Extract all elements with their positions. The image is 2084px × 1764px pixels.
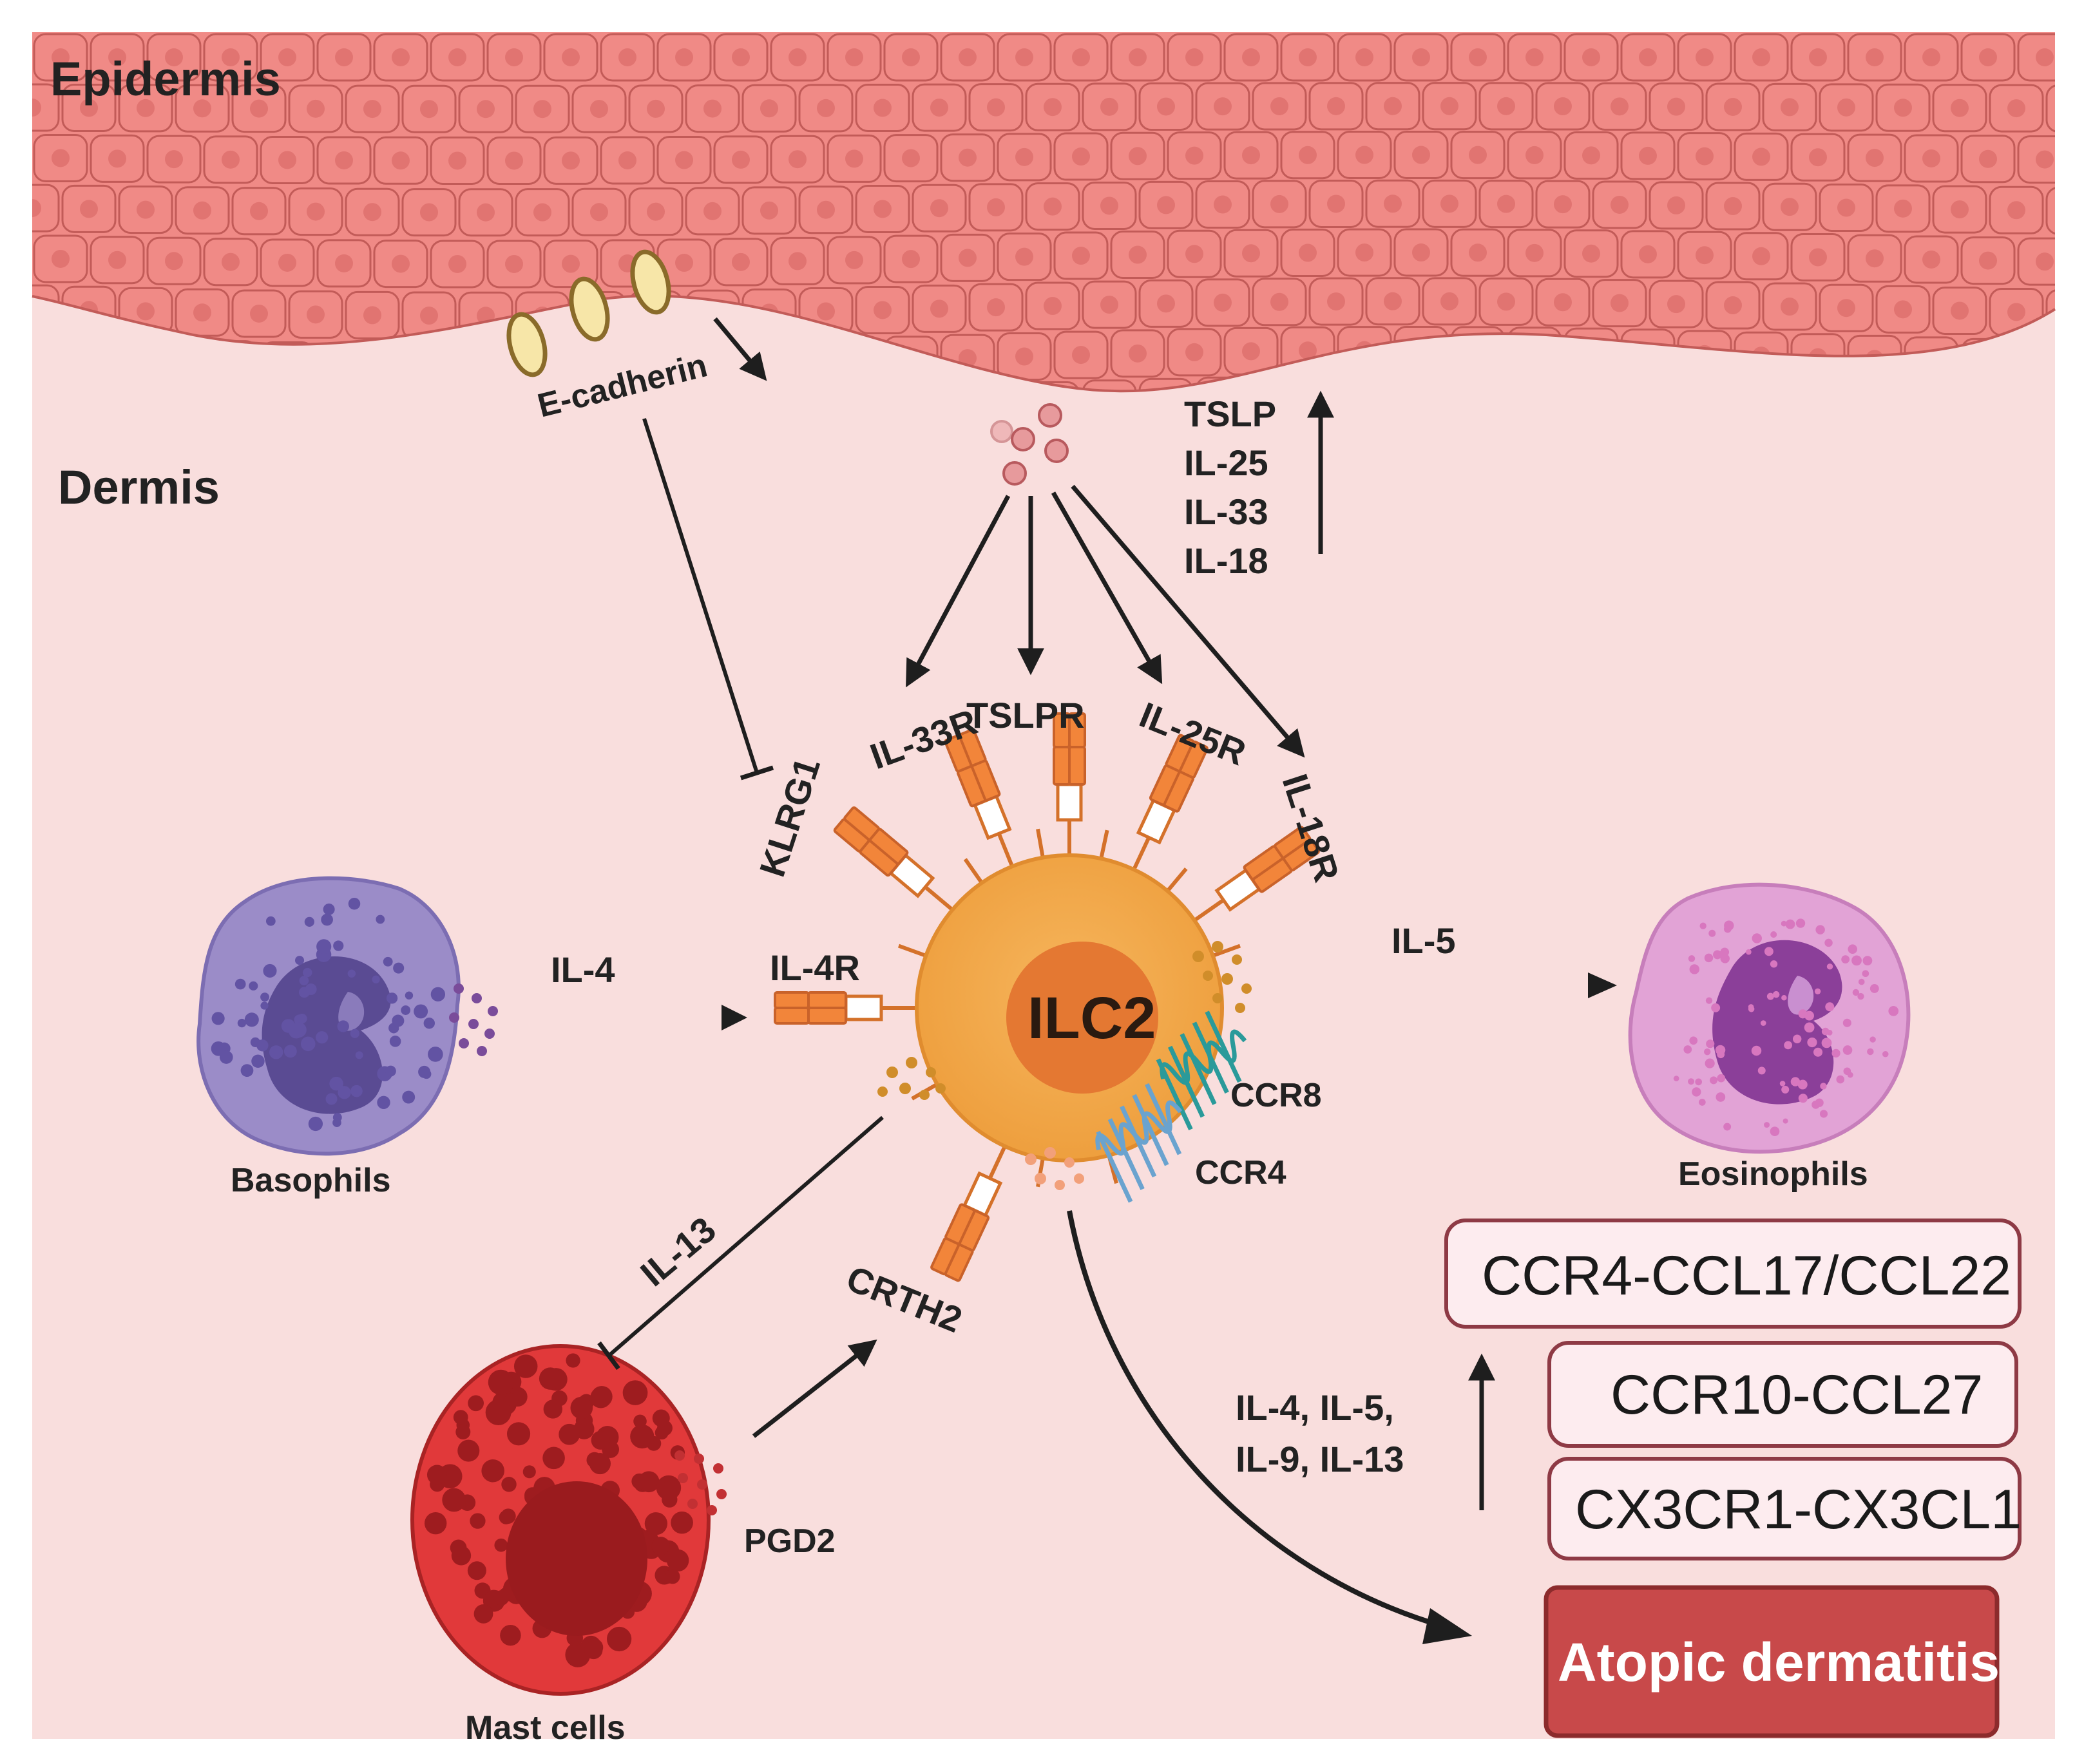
effector-arrow-head [1422,1608,1472,1644]
ilc2-label: ILC2 [1028,985,1156,1051]
basophils-label: Basophils [231,1162,391,1199]
mast-cell-granules [674,1450,727,1515]
ilc2-secreted-granules [877,941,1252,1100]
pgd2-arrow [752,1339,877,1438]
cytokine-tslp: TSLP [1184,394,1276,434]
granule-to-receptor-arrows [906,484,1305,758]
effector-arrow [1067,1210,1444,1629]
pgd2-label: PGD2 [744,1522,836,1560]
epidermis-label: Epidermis [50,52,281,106]
cytokine-il25: IL-25 [1184,442,1268,483]
atopic-dermatitis-label: Atopic dermatitis [1558,1632,2000,1693]
ccr4-receptor [1095,1083,1183,1203]
il4-arrow-head [722,1005,747,1030]
dermis-label: Dermis [58,460,220,514]
il4-label: IL-4 [551,949,615,990]
chemokine-axis-box-1: CCR4-CCL17/CCL22 [1444,1219,2022,1329]
epithelial-cytokine-granules [990,403,1069,486]
chemokine-axis-3-text: CX3CR1-CX3CL1 [1575,1479,2022,1541]
epidermis-boundary [32,294,2056,393]
basophil-granules [449,983,498,1056]
e-cadherin-molecules [506,249,671,377]
ilc2-cell: ILC2 [915,853,1224,1162]
e-cadherin-klrg1-inhibition [642,418,774,781]
effector-cytokines-line2: IL-9, IL-13 [1236,1439,1404,1479]
basophil-cell [196,876,461,1156]
il13-inhibition [597,1115,884,1370]
cytokine-il18: IL-18 [1184,540,1268,581]
ilc2-effector-granules [1025,1147,1084,1190]
atopic-dermatitis-box: Atopic dermatitis [1544,1585,2000,1738]
cytokine-il33: IL-33 [1184,491,1268,532]
mast-cell [410,1344,711,1696]
chemokine-axis-box-2: CCR10-CCL27 [1547,1341,2018,1448]
mast-cells-label: Mast cells [465,1709,626,1747]
chemokine-axis-2-text: CCR10-CCL27 [1611,1364,1983,1426]
ilc2-receptors [774,712,1320,1282]
receptor-label-tslpr: TSLPR [966,695,1085,735]
effector-cytokines-line1: IL-4, IL-5, [1236,1387,1394,1428]
il5-arrow-head [1588,972,1617,998]
il5-label: IL-5 [1391,920,1456,961]
ilc2-nucleus [1006,942,1158,1094]
receptor-label-ccr4: CCR4 [1195,1154,1286,1191]
eosinophil-cell [1628,882,1911,1154]
chemokine-axis-1-text: CCR4-CCL17/CCL22 [1482,1245,2011,1307]
ccr8-receptor [1156,1010,1247,1131]
receptor-label-ccr8: CCR8 [1230,1077,1322,1114]
chemokine-axis-box-3: CX3CR1-CX3CL1 [1547,1457,2022,1560]
receptor-label-il4r: IL-4R [770,947,860,988]
e-cadherin-release-arrow [713,317,767,381]
mast-cell-nucleus [506,1481,647,1636]
eosinophils-label: Eosinophils [1678,1155,1868,1193]
